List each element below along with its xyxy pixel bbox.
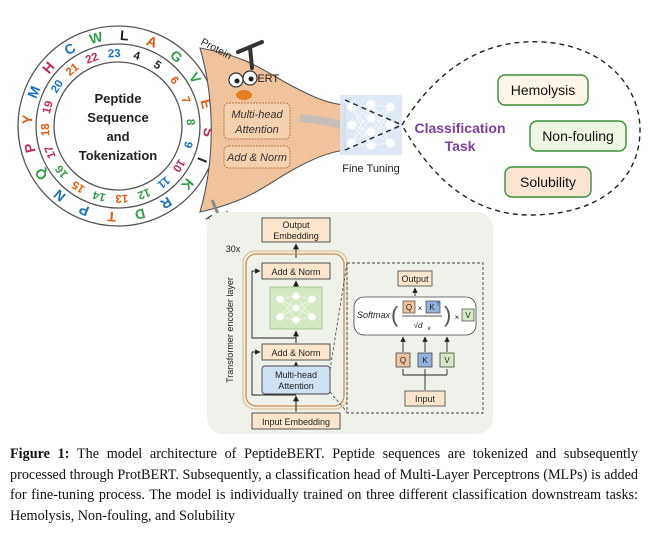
ring-number-4: 8 [184, 119, 196, 127]
attn-output-label: Output [401, 274, 429, 284]
fine-tuning-network-icon: Fine Tuning [340, 95, 402, 175]
ring-number-14: 18 [40, 122, 53, 136]
caption-label: Figure 1: [10, 446, 70, 462]
ring-number-0: 4 [132, 50, 142, 63]
ring-letter-10: D [133, 205, 147, 223]
ring-number-15: 19 [41, 100, 56, 115]
ring-letter-0: W [88, 28, 105, 47]
transformer-layer-label: Transformer encoder layer [225, 277, 235, 383]
repeat-count: 30x [226, 244, 241, 254]
softmax-sqrt-dk: √d [414, 321, 423, 330]
figure-caption: Figure 1: The model architecture of Pept… [10, 444, 638, 526]
encoder-attention-line-2: Attention [278, 381, 314, 391]
protbert-attention-line-1: Multi-head [231, 109, 283, 121]
fine-tuning-label: Fine Tuning [342, 163, 399, 175]
ring-number-19: 23 [108, 48, 121, 61]
ring-number-3: 7 [178, 95, 191, 105]
softmax-open-paren: ( [391, 302, 399, 327]
ring-letter-17: M [24, 84, 43, 101]
softmax-q: Q [406, 303, 412, 312]
output-embedding-line-1: Output [282, 220, 310, 230]
ring-letter-1: L [120, 27, 130, 44]
ring-letter-15: P [21, 142, 39, 155]
classification-title-line-1: Classification [414, 120, 505, 136]
ring-center-line-1: Peptide [95, 91, 142, 106]
classification-title-line-2: Task [445, 138, 476, 154]
task-solubility: Solubility [520, 174, 576, 190]
attn-input-label: Input [415, 394, 436, 404]
softmax-label: Softmax [357, 310, 391, 320]
attn-q: Q [400, 356, 406, 365]
ring-number-8: 12 [136, 185, 152, 201]
ring-number-10: 14 [91, 188, 107, 203]
bert-mascot-icon [228, 40, 264, 100]
ring-center-line-3: and [106, 129, 129, 144]
ring-number-13: 17 [43, 144, 59, 160]
task-hemolysis: Hemolysis [511, 82, 576, 98]
ring-number-18: 22 [84, 51, 100, 67]
softmax-dk-sub: k [428, 326, 431, 332]
output-embedding-line-2: Embedding [273, 231, 319, 241]
encoder-panel: Output Embedding 30x Transformer encoder… [207, 212, 493, 434]
ring-number-5: 9 [181, 140, 194, 149]
ring-number-16: 20 [49, 78, 66, 95]
ring-letter-6: S [200, 127, 217, 137]
encoder-attention-line-1: Multi-head [275, 370, 317, 380]
ring-number-6: 10 [170, 157, 187, 174]
attn-k: K [422, 356, 428, 365]
softmax-times-1: × [418, 304, 423, 313]
input-embedding: Input Embedding [262, 417, 330, 427]
softmax-v: V [465, 311, 471, 320]
softmax-times-2: × [455, 313, 460, 322]
attn-v: V [444, 356, 450, 365]
caption-text: The model architecture of PeptideBERT. P… [10, 446, 639, 524]
ring-letter-16: Y [19, 114, 36, 125]
bert-label: BERT [250, 73, 279, 85]
ring-number-9: 13 [115, 192, 128, 205]
encoder-addnorm-bottom: Add & Norm [271, 348, 320, 358]
protbert-attention-line-2: Attention [234, 124, 278, 136]
ring-center-line-4: Tokenization [79, 148, 158, 163]
softmax-close-paren: ) [444, 302, 451, 327]
ring-letter-11: T [106, 208, 116, 225]
classification-bubble: Classification Task Hemolysis Non-foulin… [344, 41, 641, 216]
softmax-kt-sup: T [436, 302, 439, 308]
ring-center-line-2: Sequence [87, 110, 148, 125]
ring-letter-7: I [194, 155, 210, 165]
encoder-addnorm-top: Add & Norm [271, 267, 320, 277]
softmax-kt: K [429, 303, 435, 312]
protbert-addnorm-label: Add & Norm [226, 152, 287, 164]
task-non-fouling: Non-fouling [542, 128, 614, 144]
